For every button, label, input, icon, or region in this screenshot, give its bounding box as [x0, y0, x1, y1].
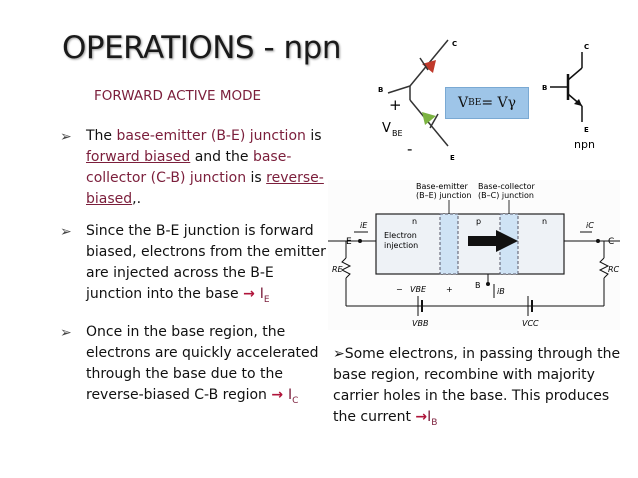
label-vbe: VBE [410, 285, 427, 294]
symbol: I [427, 409, 432, 425]
text: The [86, 128, 117, 144]
bullet-item: ➢ Since the B-E junction is forward bias… [60, 221, 332, 311]
label-e: E [584, 126, 589, 134]
page-title: OPERATIONS - npn [62, 30, 341, 66]
npn-caption: npn [574, 138, 595, 151]
electron-flow-arrow-icon [496, 230, 518, 252]
symbol-sub: B [431, 417, 438, 428]
arrow-bullet-icon: ➢ [333, 346, 345, 362]
vbe-minus: − [396, 285, 403, 294]
bullet-list: ➢ The base-emitter (B-E) junction is for… [60, 126, 332, 423]
arrow-icon: → [415, 409, 428, 425]
subtitle: FORWARD ACTIVE MODE [94, 88, 262, 104]
label-vbb: VBB [412, 319, 428, 328]
text: Once in the base region, the electrons a… [86, 323, 319, 403]
region-n2: n [542, 217, 547, 226]
bc-label: Base-collector [478, 182, 535, 191]
npn-circuit-diagram: Base-emitter (B–E) junction Base-collect… [328, 180, 620, 330]
text: Since the B-E junction is forward biased… [86, 223, 326, 302]
npn-symbol-diagram: C B E npn [542, 43, 595, 151]
label-vcc: VCC [522, 319, 539, 328]
label-vbe: V [382, 121, 391, 136]
eq-lhs: V [458, 95, 469, 111]
text-highlight: base-collector (C-B) junction [86, 149, 292, 186]
link-reverse-biased[interactable]: reverse-biased [86, 170, 324, 207]
label-re: RE [332, 265, 344, 274]
label-b: B [542, 84, 547, 92]
eq-rhs: = Vγ [481, 95, 516, 111]
arrow-bullet-icon: ➢ [60, 324, 72, 341]
text: is [246, 170, 267, 186]
vbe-plus: + [446, 285, 453, 294]
text: ,. [132, 191, 142, 207]
region-p: p [476, 217, 481, 226]
diode-model-diagram: C B E + V BE - [378, 39, 457, 162]
diode-be-icon [422, 112, 436, 125]
label-b: B [378, 86, 383, 94]
arrow-bullet-icon: ➢ [60, 129, 72, 145]
be-label-2: (B–E) junction [416, 191, 471, 200]
label-ie: iE [360, 221, 368, 230]
arrow-icon: → [271, 386, 288, 403]
note-text: ➢Some electrons, in passing through the … [333, 344, 623, 434]
symbol: I [288, 386, 293, 403]
label-ic: iC [586, 221, 594, 230]
text-highlight: base-emitter (B-E) junction [116, 128, 306, 144]
link-forward-biased[interactable]: forward biased [86, 149, 191, 165]
label-rc: RC [608, 265, 620, 274]
terminal-e: E [346, 237, 352, 247]
electron-label-2: injection [384, 241, 418, 250]
label-minus: - [407, 140, 412, 158]
bc-label-2: (B–C) junction [478, 191, 534, 200]
eq-lhs-sub: BE [468, 98, 482, 108]
be-label: Base-emitter [416, 182, 469, 191]
arrow-bullet-icon: ➢ [60, 224, 72, 240]
text: Some electrons, in passing through the b… [333, 346, 621, 425]
text: and the [190, 149, 253, 165]
terminal-c: C [608, 237, 614, 247]
terminal-b: B [475, 281, 481, 290]
diode-bc-icon [422, 60, 436, 73]
symbol-sub: C [292, 395, 299, 406]
label-plus: + [389, 96, 402, 114]
electron-label: Electron [384, 231, 417, 240]
label-c: C [584, 43, 589, 51]
symbol: I [259, 286, 264, 302]
bullet-item: ➢ Once in the base region, the electrons… [60, 322, 332, 412]
label-c: C [452, 40, 457, 48]
text: is [305, 128, 322, 144]
arrow-icon: → [243, 286, 260, 302]
label-e: E [450, 154, 455, 162]
symbol-sub: E [263, 294, 270, 305]
emitter-arrow-icon [574, 99, 582, 106]
label-ib: iB [497, 287, 505, 296]
region-n1: n [412, 217, 417, 226]
label-vbe-sub: BE [392, 129, 403, 138]
bullet-item: ➢ The base-emitter (B-E) junction is for… [60, 126, 332, 210]
